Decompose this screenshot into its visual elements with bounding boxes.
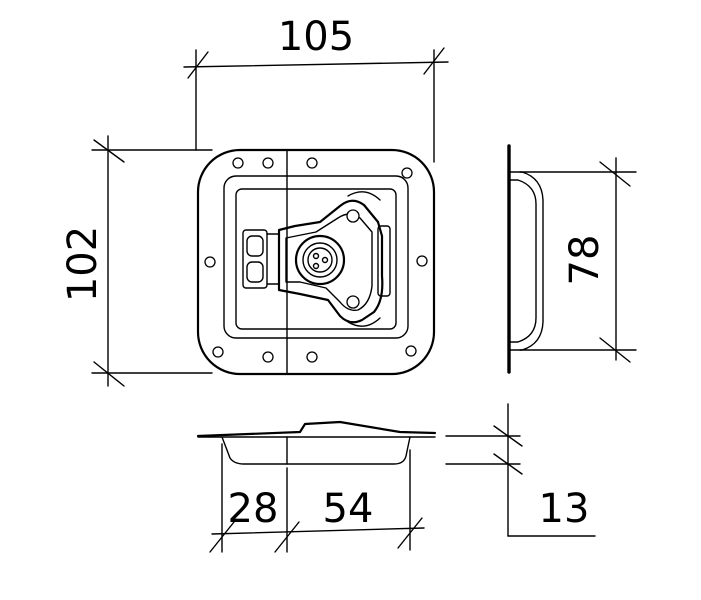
latch-handle [277,191,391,327]
mounting-holes [204,157,428,363]
mounting-hole [212,346,224,358]
mounting-hole [416,255,428,267]
dim-label-78: 78 [562,235,608,286]
mounting-hole [204,256,216,268]
recess-outline [223,175,409,339]
bottom-view [196,420,437,465]
dim-label-105: 105 [278,14,354,60]
dim-label-102: 102 [60,226,106,302]
front-view [196,148,436,376]
dim-label-54: 54 [323,486,374,532]
lock-cylinder [294,234,346,286]
dim-label-28: 28 [228,486,279,532]
mounting-hole [232,157,244,169]
mounting-hole [306,157,318,169]
bottom-plate [196,420,437,438]
catch-bracket [242,229,280,289]
mounting-hole [262,157,274,169]
side-view [507,144,544,374]
side-recess [508,171,544,351]
mounting-hole [401,167,413,179]
side-recess-inner [508,179,537,343]
mounting-hole [262,351,274,363]
mounting-hole [306,351,318,363]
recess-inner-outline [235,188,397,330]
bottom-recess [221,436,411,465]
outer-plate-outline [196,148,436,376]
dim-label-13: 13 [539,486,590,532]
dimension-lines [91,47,637,553]
mounting-hole [405,345,417,357]
